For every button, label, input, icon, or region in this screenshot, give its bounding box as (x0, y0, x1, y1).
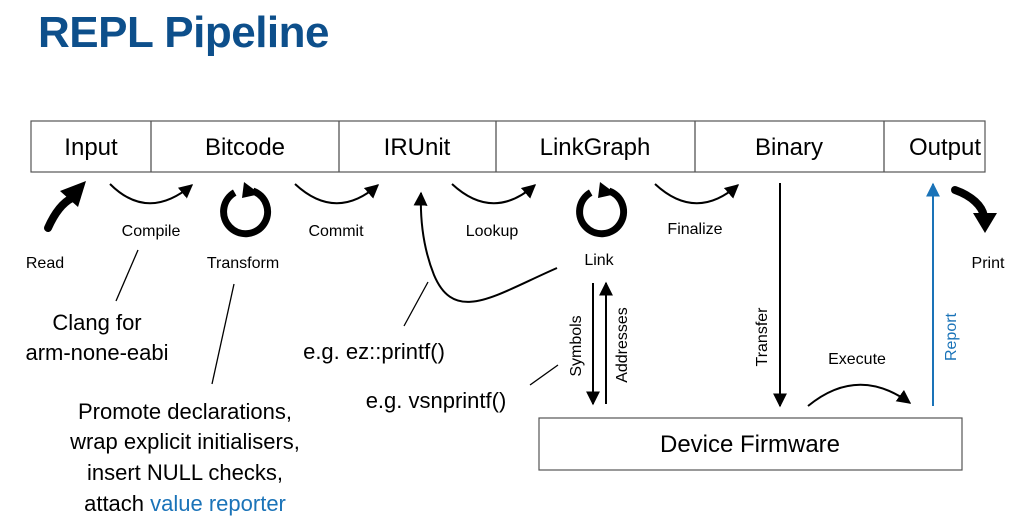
step-lookup: Lookup (466, 223, 519, 240)
vsnprintf-callout-line (529, 364, 559, 386)
transform-note-line1: Promote declarations, (78, 399, 292, 424)
printf-callout-line (403, 281, 429, 327)
commit-arrow (294, 183, 380, 205)
print-arrow-icon (951, 186, 997, 233)
pipeline-bar: Input Bitcode IRUnit LinkGraph Binary Ou… (30, 120, 986, 173)
step-compile: Compile (122, 223, 181, 240)
transform-callout-line (211, 283, 235, 385)
step-transform: Transform (207, 255, 279, 272)
step-print: Print (972, 255, 1005, 272)
link-cycle-icon (576, 182, 628, 238)
lookup-arrow (451, 183, 537, 205)
step-link: Link (584, 252, 614, 269)
link-lookup-curve (413, 191, 558, 303)
clang-note-line1: Clang for (52, 310, 141, 335)
stage-linkgraph: LinkGraph (540, 134, 651, 161)
step-report: Report (943, 312, 960, 361)
step-symbols: Symbols (568, 315, 585, 376)
stage-output: Output (909, 134, 981, 161)
step-read: Read (26, 255, 64, 272)
clang-callout-line (115, 249, 139, 302)
stage-irunit: IRUnit (384, 134, 451, 161)
stage-bitcode: Bitcode (205, 134, 285, 161)
execute-arrow (807, 383, 912, 407)
value-reporter-highlight: value reporter (150, 491, 286, 516)
transform-note-line4-prefix: attach (84, 491, 150, 516)
step-commit: Commit (308, 223, 364, 240)
vsnprintf-example-note: e.g. vsnprintf() (366, 388, 507, 413)
transform-note-line2: wrap explicit initialisers, (69, 429, 300, 454)
step-execute: Execute (828, 351, 886, 368)
printf-example-note: e.g. ez::printf() (303, 339, 445, 364)
finalize-arrow (654, 183, 740, 205)
stage-input: Input (64, 134, 118, 161)
step-finalize: Finalize (667, 221, 722, 238)
slide-title: REPL Pipeline (38, 8, 330, 57)
transform-cycle-icon (220, 182, 272, 238)
read-arrow-icon (44, 181, 86, 232)
clang-note-line2: arm-none-eabi (25, 340, 168, 365)
step-addresses: Addresses (614, 307, 631, 383)
pipeline-frame (30, 120, 986, 173)
stage-binary: Binary (755, 134, 823, 161)
device-firmware-label: Device Firmware (660, 431, 840, 458)
step-transfer: Transfer (754, 307, 771, 367)
transform-note-line4: attach value reporter (84, 491, 286, 516)
transform-note-line3: insert NULL checks, (87, 460, 283, 485)
compile-arrow (109, 183, 194, 205)
device-firmware-box (538, 417, 963, 471)
